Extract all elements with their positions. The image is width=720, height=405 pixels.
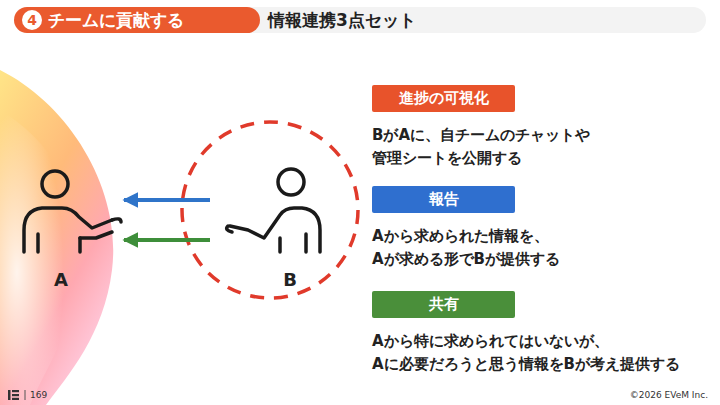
footer-separator — [25, 390, 26, 400]
header-bar — [200, 7, 706, 33]
section-number: 4 — [22, 10, 42, 30]
person-label: B — [283, 269, 297, 291]
item-heading: 報告 — [372, 186, 515, 213]
gradient-blob — [0, 70, 113, 405]
person-label: A — [54, 269, 68, 291]
person-node: B — [210, 165, 370, 293]
header-pill — [14, 7, 260, 33]
info-item: 共有 Aから特に求められてはいないが、 Aに必要だろうと思う情報をBが考え提供する — [372, 291, 714, 378]
item-description: BがAに、自チームのチャットや 管理シートを公開する — [372, 124, 712, 170]
person-node: A — [0, 165, 122, 293]
item-heading: 進捗の可視化 — [372, 85, 515, 112]
item-description: Aから求められた情報を、 Aが求める形でBが提供する — [372, 225, 712, 271]
copyright: ©2026 EVeM Inc. — [630, 389, 708, 401]
person-figure — [24, 171, 121, 252]
logo-mark — [8, 390, 19, 400]
item-description: Aから特に求められてはいないが、 Aに必要だろうと思う情報をBが考え提供する — [372, 330, 712, 376]
info-item: 報告 Aから求められた情報を、 Aが求める形でBが提供する — [372, 186, 714, 273]
person-figure — [227, 169, 320, 252]
gradient-blob-highlight — [0, 110, 85, 405]
info-item: 進捗の可視化 BがAに、自チームのチャットや 管理シートを公開する — [372, 85, 714, 172]
number-circle — [22, 10, 42, 30]
slide-title: 情報連携3点セット — [268, 7, 416, 33]
flow-arrow — [124, 238, 210, 242]
page-number: 169 — [30, 389, 47, 401]
section-title: チームに貢献する — [48, 7, 184, 33]
dashed-circle — [182, 122, 358, 298]
flow-arrow — [124, 198, 210, 202]
item-heading: 共有 — [372, 291, 515, 318]
